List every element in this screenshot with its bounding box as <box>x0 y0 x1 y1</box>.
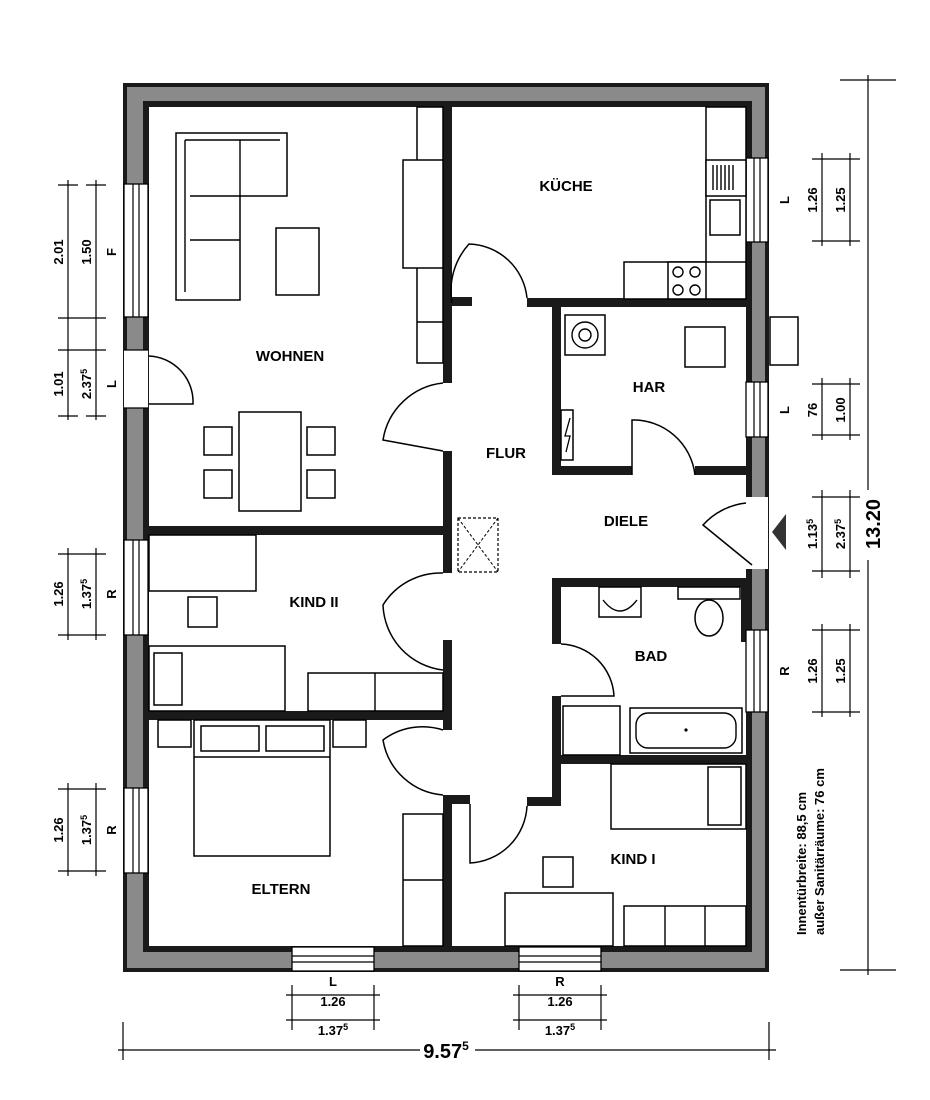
dim-right-kitchen-side: L <box>777 196 792 204</box>
room-label-flur: FLUR <box>486 445 526 462</box>
dim-left-bottom-side: R <box>104 825 119 835</box>
dim-right-entry-inner: 1.135 <box>805 519 820 549</box>
dimension-texts: 2.01 1.50 F 1.01 2.375 L 1.26 1.375 R 1.… <box>51 187 885 1063</box>
dim-left-bottom-inner: 1.375 <box>79 815 94 845</box>
door-width-note: Innentürbreite: 88,5 cm außer Sanitärräu… <box>794 768 827 935</box>
dim-left-mid-side: R <box>104 589 119 599</box>
dim-left-top-inner: 1.50 <box>79 239 94 264</box>
furniture-eltern <box>157 719 444 947</box>
room-label-har: HAR <box>633 379 666 396</box>
dim-left-top-side: F <box>104 248 119 256</box>
room-label-kueche: KÜCHE <box>539 178 592 195</box>
dim-left-top-outer: 2.01 <box>51 239 66 264</box>
interior-walls <box>149 107 746 946</box>
dim-left-door-inner: 2.375 <box>79 369 94 399</box>
room-label-diele: DIELE <box>604 513 648 530</box>
room-label-wohnen: WOHNEN <box>256 348 324 365</box>
dim-bottom-left-side: L <box>329 974 337 989</box>
dim-left-bottom-outer: 1.26 <box>51 817 66 842</box>
furniture-kind1 <box>504 763 747 947</box>
dim-right-bad-inner: 1.26 <box>805 658 820 683</box>
furniture-flur <box>457 517 499 573</box>
dim-right-bad-outer: 1.25 <box>833 658 848 683</box>
furniture-har <box>560 314 799 461</box>
dim-left-door-side: L <box>104 380 119 388</box>
furniture-wohnen <box>175 106 444 512</box>
dim-bottom-right-outer: 1.375 <box>545 1022 575 1038</box>
dim-total-height: 13.20 <box>863 499 885 549</box>
dim-left-door-outer: 1.01 <box>51 371 66 396</box>
dim-right-kitchen-inner: 1.26 <box>805 187 820 212</box>
dim-right-bad-side: R <box>777 666 792 676</box>
note-line-2: außer Sanitärräume: 76 cm <box>812 768 827 935</box>
dim-right-har-outer: 1.00 <box>833 397 848 422</box>
dim-bottom-right-side: R <box>555 974 565 989</box>
dimension-lines <box>58 75 896 1060</box>
room-label-eltern: ELTERN <box>252 881 311 898</box>
dim-right-har-inner: 76 <box>805 403 820 417</box>
room-labels: WOHNEN KÜCHE HAR FLUR DIELE KIND II BAD … <box>252 178 668 898</box>
dim-total-width: 9.575 <box>423 1039 469 1063</box>
windows <box>123 157 769 972</box>
furniture-kueche <box>623 106 747 300</box>
furniture-bad <box>562 586 743 756</box>
dim-left-mid-inner: 1.375 <box>79 579 94 609</box>
dim-bottom-left-outer: 1.375 <box>318 1022 348 1038</box>
dim-left-mid-outer: 1.26 <box>51 581 66 606</box>
dim-right-har-side: L <box>777 406 792 414</box>
room-label-bad: BAD <box>635 648 668 665</box>
dim-bottom-right-inner: 1.26 <box>547 994 572 1009</box>
furniture-kind2 <box>148 534 444 712</box>
dim-bottom-left-inner: 1.26 <box>320 994 345 1009</box>
room-label-kind2: KIND II <box>289 594 338 611</box>
dim-right-entry-outer: 2.375 <box>833 519 848 549</box>
note-line-1: Innentürbreite: 88,5 cm <box>794 792 809 935</box>
room-label-kind1: KIND I <box>611 851 656 868</box>
doors <box>148 243 786 864</box>
dim-right-kitchen-outer: 1.25 <box>833 187 848 212</box>
